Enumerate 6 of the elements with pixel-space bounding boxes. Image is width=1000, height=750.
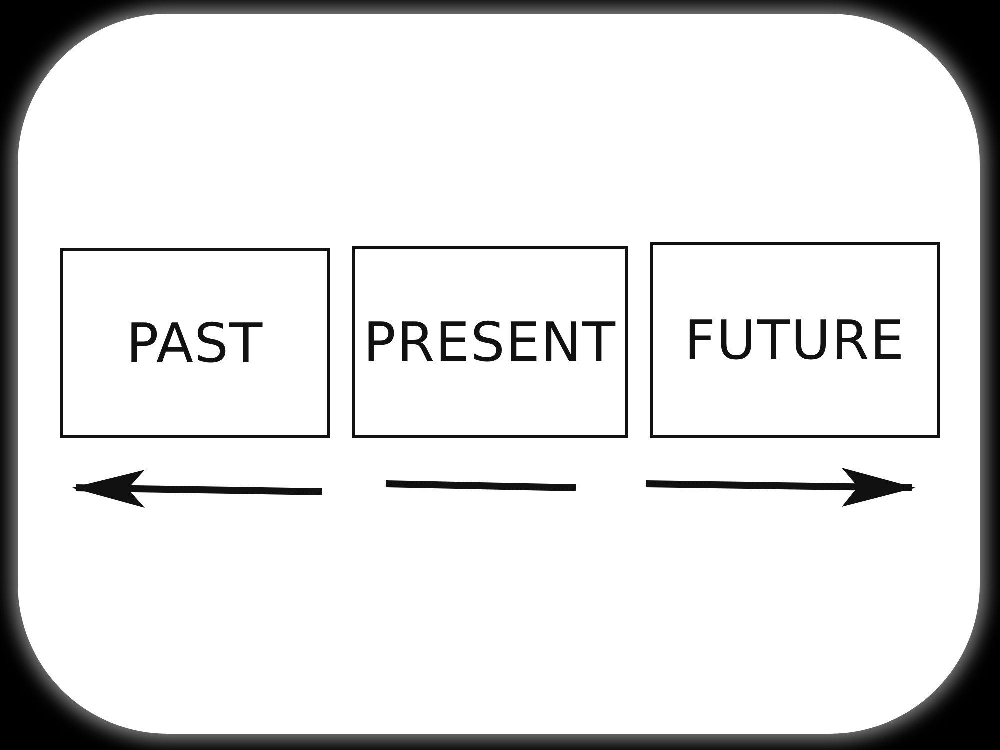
box-label: PAST (126, 312, 264, 374)
box-label: FUTURE (684, 308, 906, 372)
time-box (352, 246, 628, 438)
box-label: PRESENT (364, 310, 616, 374)
time-box (650, 242, 940, 438)
time-box (60, 248, 330, 438)
